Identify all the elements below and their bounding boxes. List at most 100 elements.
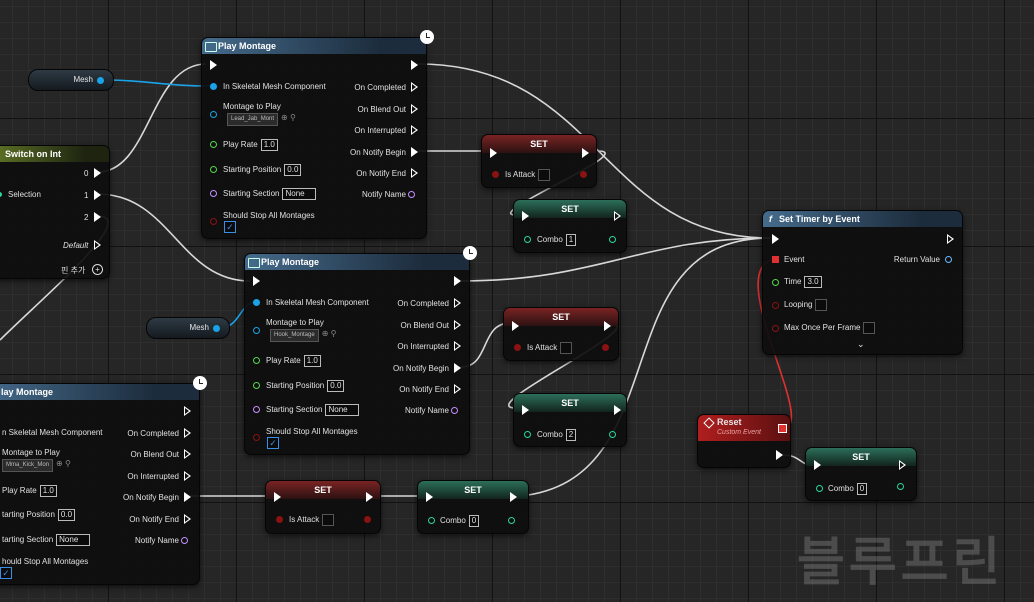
set-combo3-exec-in[interactable] bbox=[426, 492, 433, 502]
browse-icon[interactable]: ⊕ ⚲ bbox=[321, 329, 337, 338]
timer-exec-in[interactable] bbox=[772, 234, 779, 244]
pm3-notifyend-pin[interactable] bbox=[184, 514, 191, 524]
play-montage-node-3[interactable]: lay Montage n Skeletal Mesh Component Mo… bbox=[0, 376, 207, 585]
reset-exec-out[interactable] bbox=[776, 450, 783, 460]
play-montage-node-1[interactable]: Play Montage In Skeletal Mesh Component … bbox=[201, 30, 434, 239]
switch-out-0-pin[interactable] bbox=[94, 168, 101, 178]
mesh-getter-1-pin[interactable] bbox=[97, 77, 104, 84]
switch-on-int-node[interactable]: Switch on Int Selection 0 1 2 Default 핀 … bbox=[0, 145, 110, 279]
set-combo3-exec-out[interactable] bbox=[510, 492, 517, 502]
set-combo4-input[interactable]: 0 bbox=[856, 483, 868, 495]
set-atk1-value-pin[interactable] bbox=[492, 171, 499, 178]
mesh-getter-2-pin[interactable] bbox=[213, 325, 220, 332]
reset-delegate-pin[interactable] bbox=[778, 424, 787, 433]
set-combo2-input[interactable]: 2 bbox=[565, 429, 577, 441]
pm2-montage-value[interactable]: Hook_Montage bbox=[270, 329, 319, 342]
pm1-montage-pin[interactable] bbox=[210, 111, 217, 118]
pm2-completed-pin[interactable] bbox=[454, 298, 461, 308]
set-combo3-value-pin[interactable] bbox=[428, 517, 435, 524]
switch-selection-pin[interactable] bbox=[0, 192, 2, 197]
timer-looping-pin[interactable] bbox=[772, 302, 779, 309]
pm2-skel-pin[interactable] bbox=[253, 299, 260, 306]
pm2-notifyend-pin[interactable] bbox=[454, 384, 461, 394]
pm2-montage-picker[interactable]: Hook_Montage⊕ ⚲ bbox=[270, 329, 337, 342]
pm1-stop-pin[interactable] bbox=[210, 218, 217, 225]
set-atk2-checkbox[interactable] bbox=[560, 342, 573, 354]
set-is-attack-node-3[interactable]: SET Is Attack bbox=[265, 480, 381, 534]
pm1-skel-pin[interactable] bbox=[210, 83, 217, 90]
set-combo4-exec-out[interactable] bbox=[899, 460, 906, 470]
pm1-startpos-pin[interactable] bbox=[210, 166, 217, 173]
timer-time-input[interactable]: 3.0 bbox=[804, 276, 822, 288]
set-combo2-out-pin[interactable] bbox=[609, 431, 616, 438]
pm1-playrate-input[interactable]: 1.0 bbox=[260, 139, 278, 151]
pm1-montage-picker[interactable]: Lead_Jab_Mont⊕ ⚲ bbox=[227, 113, 296, 126]
pm1-startpos-input[interactable]: 0.0 bbox=[284, 164, 302, 176]
set-combo4-value-pin[interactable] bbox=[816, 485, 823, 492]
pm3-notifyname-pin[interactable] bbox=[181, 537, 188, 544]
pm1-montage-value[interactable]: Lead_Jab_Mont bbox=[227, 113, 279, 126]
pm1-completed-pin[interactable] bbox=[411, 82, 418, 92]
set-combo2-exec-in[interactable] bbox=[522, 405, 529, 415]
switch-out-1-pin[interactable] bbox=[94, 190, 101, 200]
pm1-playrate-pin[interactable] bbox=[210, 141, 217, 148]
pm2-stop-checkbox[interactable] bbox=[267, 437, 279, 449]
set-combo2-exec-out[interactable] bbox=[614, 405, 621, 415]
browse-icon[interactable]: ⊕ ⚲ bbox=[281, 113, 296, 122]
browse-icon[interactable]: ⊕ ⚲ bbox=[56, 459, 71, 468]
set-combo1-input[interactable]: 1 bbox=[565, 234, 577, 246]
play-montage-node-2[interactable]: Play Montage In Skeletal Mesh Component … bbox=[244, 246, 477, 455]
set-atk3-exec-in[interactable] bbox=[274, 492, 281, 502]
mesh-getter-1[interactable]: Mesh bbox=[28, 69, 114, 91]
mesh-getter-2[interactable]: Mesh bbox=[146, 317, 230, 339]
timer-return-pin[interactable] bbox=[945, 256, 952, 263]
pm2-exec-out[interactable] bbox=[454, 276, 461, 286]
pm1-notifyname-pin[interactable] bbox=[408, 191, 415, 198]
set-atk1-exec-out[interactable] bbox=[582, 148, 589, 158]
pm2-exec-in[interactable] bbox=[253, 276, 260, 286]
pm2-playrate-input[interactable]: 1.0 bbox=[303, 355, 321, 367]
pm1-notifybegin-pin[interactable] bbox=[411, 147, 418, 157]
pm2-startsec-input[interactable]: None bbox=[325, 404, 360, 416]
switch-out-2-pin[interactable] bbox=[94, 212, 101, 222]
pm3-blendout-pin[interactable] bbox=[184, 449, 191, 459]
set-atk3-value-pin[interactable] bbox=[276, 516, 283, 523]
pm3-exec-out[interactable] bbox=[184, 406, 191, 416]
pm3-playrate-input[interactable]: 1.0 bbox=[39, 485, 57, 497]
set-atk2-exec-in[interactable] bbox=[512, 321, 519, 331]
set-is-attack-node-2[interactable]: SET Is Attack bbox=[503, 307, 619, 361]
set-combo1-exec-out[interactable] bbox=[614, 211, 621, 221]
pm1-exec-in[interactable] bbox=[210, 60, 217, 70]
pm3-stop-checkbox[interactable] bbox=[0, 567, 12, 579]
switch-default-pin[interactable] bbox=[94, 240, 101, 250]
switch-add-pin-button[interactable]: 핀 추가 bbox=[61, 266, 86, 275]
pm3-interrupted-pin[interactable] bbox=[184, 471, 191, 481]
timer-looping-checkbox[interactable] bbox=[815, 299, 828, 311]
timer-maxonce-checkbox[interactable] bbox=[863, 322, 876, 334]
pm3-montage-picker[interactable]: Mma_Kick_Mon⊕ ⚲ bbox=[2, 459, 71, 472]
pm2-playrate-pin[interactable] bbox=[253, 357, 260, 364]
set-is-attack-node-1[interactable]: SET Is Attack bbox=[481, 134, 597, 188]
pm1-startsec-pin[interactable] bbox=[210, 190, 217, 197]
pm2-montage-pin[interactable] bbox=[253, 327, 260, 334]
pm3-montage-value[interactable]: Mma_Kick_Mon bbox=[2, 459, 54, 472]
set-atk1-checkbox[interactable] bbox=[538, 169, 551, 181]
reset-custom-event-node[interactable]: Reset Custom Event bbox=[697, 414, 791, 468]
pm2-blendout-pin[interactable] bbox=[454, 320, 461, 330]
timer-event-pin[interactable] bbox=[772, 256, 779, 263]
set-combo1-out-pin[interactable] bbox=[609, 236, 616, 243]
timer-time-pin[interactable] bbox=[772, 279, 779, 286]
set-combo2-value-pin[interactable] bbox=[524, 431, 531, 438]
timer-maxonce-pin[interactable] bbox=[772, 325, 779, 332]
pm1-blendout-pin[interactable] bbox=[411, 104, 418, 114]
set-atk3-checkbox[interactable] bbox=[322, 514, 335, 526]
set-atk3-out-pin[interactable] bbox=[364, 516, 371, 523]
pm2-startpos-pin[interactable] bbox=[253, 382, 260, 389]
pm3-startpos-input[interactable]: 0.0 bbox=[57, 509, 76, 521]
pm3-notifybegin-pin[interactable] bbox=[184, 492, 191, 502]
